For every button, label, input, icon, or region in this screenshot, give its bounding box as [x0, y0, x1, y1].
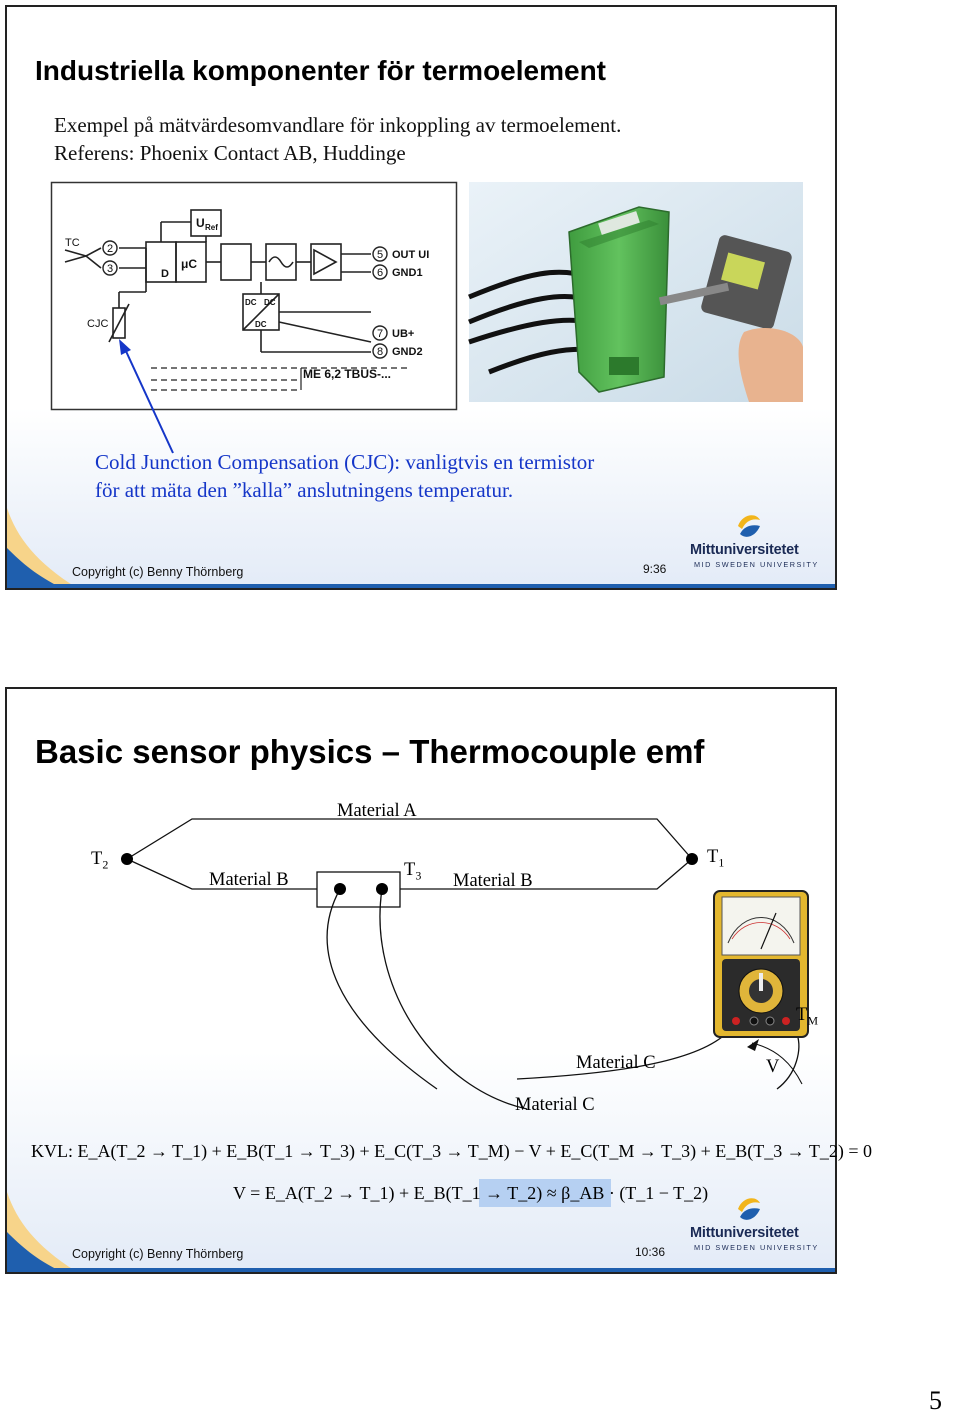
subtitle-line-2: Referens: Phoenix Contact AB, Huddinge — [54, 141, 406, 165]
material-b-right-label: Material B — [453, 871, 533, 891]
t1-subscript: 1 — [718, 855, 725, 870]
out-ui-label: OUT UI — [392, 249, 429, 261]
slide-background-fade — [7, 1052, 835, 1272]
multimeter-image — [713, 890, 809, 1038]
tm-label: TM — [796, 1005, 818, 1029]
ub-plus-label: UB+ — [392, 328, 414, 340]
t1-label: T1 — [707, 847, 724, 871]
copyright-text: Copyright (c) Benny Thörnberg — [72, 565, 244, 579]
pin-5: 5 — [377, 249, 383, 261]
t3-label: T3 — [404, 860, 421, 884]
result-equation: V = E_A(T_2 → T_1) + E_B(T_1 → T_2) ≈ β_… — [233, 1183, 709, 1203]
gnd1-label: GND1 — [392, 267, 423, 279]
kvl-equation: KVL: E_A(T_2 → T_1) + E_B(T_1 → T_3) + E… — [31, 1141, 873, 1161]
product-label: ME 6,2 TBUS-... — [303, 367, 391, 381]
slide-title: Basic sensor physics – Thermocouple emf — [35, 733, 705, 770]
logo-tagline: MID SWEDEN UNIVERSITY — [694, 560, 819, 569]
pin-6: 6 — [377, 267, 383, 279]
logo-name: Mittuniversitetet — [690, 542, 799, 558]
pin-8: 8 — [377, 346, 383, 358]
corner-swoosh — [7, 1192, 77, 1272]
material-b-left-label: Material B — [209, 870, 289, 890]
material-a-label: Material A — [337, 801, 417, 821]
logo-tagline: MID SWEDEN UNIVERSITY — [694, 1243, 819, 1252]
d-label: D — [161, 268, 169, 280]
slide-1: Industriella komponenter för termoelemen… — [5, 5, 837, 590]
logo-name: Mittuniversitetet — [690, 1225, 799, 1241]
cjc-pointer-arrow — [119, 339, 174, 454]
cjc-text-line-1: Cold Junction Compensation (CJC): vanlig… — [95, 450, 595, 474]
slide-title: Industriella komponenter för termoelemen… — [35, 55, 606, 86]
dcdc-label-b: DC — [264, 298, 276, 307]
pin-2: 2 — [107, 243, 113, 255]
t3-symbol: T — [404, 860, 416, 880]
dcdc-label-a: DC — [245, 298, 257, 307]
slide-background-fade — [7, 408, 835, 588]
material-c-lower-label: Material C — [515, 1095, 595, 1115]
uref-sub: Ref — [205, 223, 218, 232]
cjc-label: CJC — [87, 318, 108, 330]
slide-2: Basic sensor physics – Thermocouple emf — [5, 687, 872, 1274]
page-number: 5 — [929, 1386, 942, 1415]
logo-mark-icon — [738, 515, 760, 537]
uref-label: U — [196, 216, 205, 230]
v-label: V — [766, 1057, 780, 1077]
cjc-text-line-2: för att mäta den ”kalla” anslutningens t… — [95, 478, 514, 502]
subtitle-line-1: Exempel på mätvärdesomvandlare för inkop… — [54, 113, 622, 137]
pin-7: 7 — [377, 328, 383, 340]
tm-subscript: M — [807, 1013, 818, 1028]
pin-3: 3 — [107, 263, 113, 275]
slide-number: 9:36 — [643, 562, 667, 576]
tm-symbol: T — [796, 1005, 808, 1025]
product-photo — [468, 182, 803, 402]
result-highlight — [479, 1179, 611, 1207]
bottom-bar — [7, 1268, 835, 1272]
t3-subscript: 3 — [415, 868, 422, 883]
gnd2-label: GND2 — [392, 346, 423, 358]
dcdc-label-c: DC — [255, 320, 267, 329]
t2-label: T2 — [91, 849, 108, 873]
university-logo: Mittuniversitetet MID SWEDEN UNIVERSITY — [690, 1195, 817, 1260]
material-c-upper-label: Material C — [576, 1053, 656, 1073]
thermocouple-diagram — [121, 818, 803, 1110]
t2-subscript: 2 — [102, 857, 109, 872]
block-diagram: 2 3 5 6 7 8 TC CJC U Ref D μC DC DC DC O… — [50, 181, 458, 411]
muc-label: μC — [181, 257, 197, 271]
logo-mark-icon — [738, 1198, 760, 1220]
university-logo: Mittuniversitetet MID SWEDEN UNIVERSITY — [690, 512, 817, 577]
copyright-text: Copyright (c) Benny Thörnberg — [72, 1247, 244, 1261]
tc-label: TC — [65, 237, 80, 249]
t1-symbol: T — [707, 847, 719, 867]
t2-symbol: T — [91, 849, 103, 869]
corner-swoosh — [7, 508, 77, 588]
slide-number: 10:36 — [635, 1245, 666, 1259]
bottom-bar — [7, 584, 835, 588]
